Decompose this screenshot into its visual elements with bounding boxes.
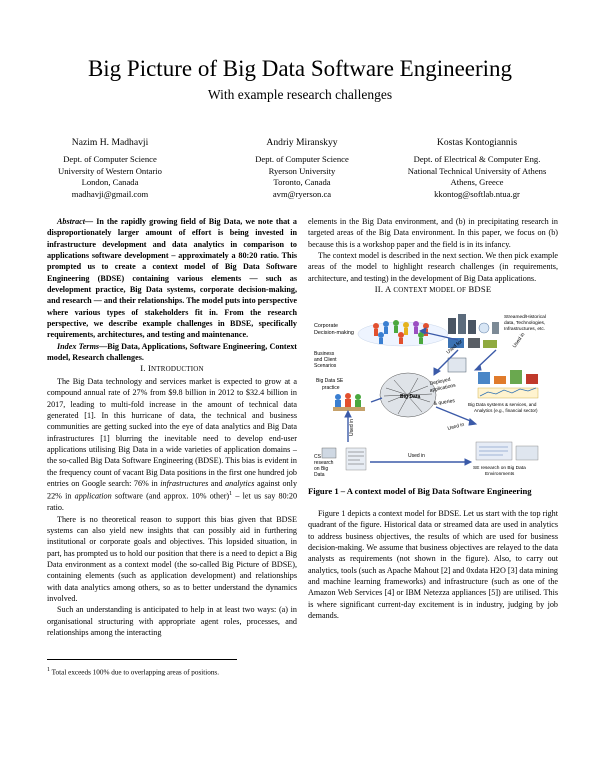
deployed-applications: Deployed applications & queries [429, 358, 467, 407]
svg-text:Deployed: Deployed [429, 377, 451, 387]
people-cluster [357, 320, 449, 347]
author-location: Toronto, Canada [273, 177, 331, 188]
author-name: Kostas Kontogiannis [436, 137, 518, 148]
svg-text:Infrastructures, etc.: Infrastructures, etc. [504, 326, 545, 332]
author-email: kkontog@softlab.ntua.gr [434, 189, 520, 200]
author-dept: Dept. of Computer Science [63, 153, 157, 164]
author-location: Athens, Greece [450, 177, 504, 188]
svg-text:practice: practice [322, 385, 340, 391]
index-terms: Index Terms—Big Data, Applications, Soft… [47, 341, 297, 364]
cs-research: CS research on Big Data [314, 448, 367, 478]
author-block: Kostas Kontogiannis Dept. of Electrical … [392, 137, 562, 201]
context-model-figure: Corporate Decision-making Streamed/Histo… [308, 302, 558, 482]
analytics-charts: Big Data systems & services, and Analyti… [468, 370, 539, 413]
author-institution: Ryerson University [268, 165, 336, 176]
footnote-mark: 1 [47, 667, 50, 673]
svg-text:Data: Data [314, 472, 325, 478]
author-dept: Dept. of Electrical & Computer Eng. [413, 153, 541, 164]
author-email: avm@ryerson.ca [272, 189, 332, 200]
svg-text:Business: Business [314, 351, 335, 357]
svg-text:research: research [314, 460, 334, 466]
svg-text:Streamed/Historical: Streamed/Historical [504, 314, 546, 320]
abstract-text: In the rapidly growing field of Big Data… [47, 217, 297, 340]
svg-text:Big Data SE: Big Data SE [316, 378, 344, 384]
business-label: Business and Client Scenarios [314, 351, 337, 369]
corporate-label: Corporate Decision-making [314, 323, 354, 336]
svg-text:data, Technologies,: data, Technologies, [504, 320, 545, 326]
footnote-ref[interactable]: 1 [229, 491, 233, 498]
svg-text:CS: CS [314, 454, 322, 460]
right-column: elements in the Big Data environment, an… [308, 216, 558, 621]
paragraph: Figure 1 depicts a context model for BDS… [308, 508, 558, 620]
paragraph: elements in the Big Data environment, an… [308, 217, 558, 249]
footnote-text: Total exceeds 100% due to overlapping ar… [50, 668, 220, 677]
paragraph: Such an understanding is anticipated to … [47, 605, 297, 638]
svg-text:SE research on Big Data: SE research on Big Data [473, 465, 526, 471]
figure-caption: Figure 1 – A context model of Big Data S… [308, 486, 532, 497]
svg-text:Big Data: Big Data [400, 394, 421, 400]
svg-text:Used in: Used in [447, 422, 465, 432]
svg-text:& queries: & queries [433, 398, 455, 407]
svg-text:on Big: on Big [314, 466, 328, 472]
author-block: Nazim H. Madhavji Dept. of Computer Scie… [45, 137, 175, 201]
svg-text:Environments: Environments [485, 471, 515, 477]
section-heading-context-model: II. A CONTEXT MODEL OF BDSE [374, 284, 492, 295]
svg-text:Analytics (e.g., financial sec: Analytics (e.g., financial sector) [474, 408, 538, 413]
abstract: Abstract— In the rapidly growing field o… [47, 216, 297, 341]
data-infrastructure-cluster: Streamed/Historical data, Technologies, … [448, 314, 546, 349]
author-location: London, Canada [81, 177, 139, 188]
paragraph: The Big Data technology and services mar… [47, 376, 298, 513]
context-model-diagram: Corporate Decision-making Streamed/Histo… [314, 314, 546, 478]
label-corporate-1: Corporate [314, 323, 338, 329]
svg-text:Scenarios: Scenarios [314, 363, 337, 369]
author-dept: Dept. of Computer Science [255, 153, 349, 164]
label-corporate-2: Decision-making [314, 330, 354, 336]
footnote-rule [47, 659, 237, 660]
svg-text:applications: applications [429, 383, 457, 394]
author-name: Nazim H. Madhavji [71, 137, 149, 148]
abstract-label: Abstract— [57, 217, 94, 226]
paper-title: Big Picture of Big Data Software Enginee… [87, 56, 513, 81]
se-research: SE research on Big Data Environments [473, 442, 539, 477]
svg-text:Used in: Used in [349, 419, 355, 436]
svg-text:and Client: and Client [314, 357, 337, 363]
developers-cluster: Big Data SE practice [316, 378, 365, 412]
footnote: 1 Total exceeds 100% due to overlapping … [47, 666, 297, 677]
svg-text:Used in: Used in [512, 332, 527, 350]
svg-text:Used in: Used in [408, 453, 425, 459]
author-block: Andriy Miranskyy Dept. of Computer Scien… [237, 137, 367, 201]
author-institution: University of Western Ontario [58, 165, 162, 176]
author-name: Andriy Miranskyy [266, 137, 338, 148]
paragraph: The context model is described in the ne… [308, 251, 558, 283]
index-terms-text: —Big Data, Applications, Software Engine… [47, 341, 297, 363]
big-data-cloud: Big Data [379, 373, 437, 418]
section-heading-introduction: I. INTRODUCTION [140, 363, 204, 374]
arrows [344, 327, 497, 467]
svg-text:Big Data systems & services, a: Big Data systems & services, and [468, 402, 537, 407]
paragraph: There is no theoretical reason to suppor… [47, 514, 297, 604]
left-column: Abstract— In the rapidly growing field o… [47, 216, 297, 638]
paper-subtitle: With example research challenges [207, 87, 393, 102]
author-email: madhavji@gmail.com [71, 189, 149, 200]
author-institution: National Technical University of Athens [407, 165, 547, 176]
index-terms-label: Index Terms [57, 341, 100, 351]
